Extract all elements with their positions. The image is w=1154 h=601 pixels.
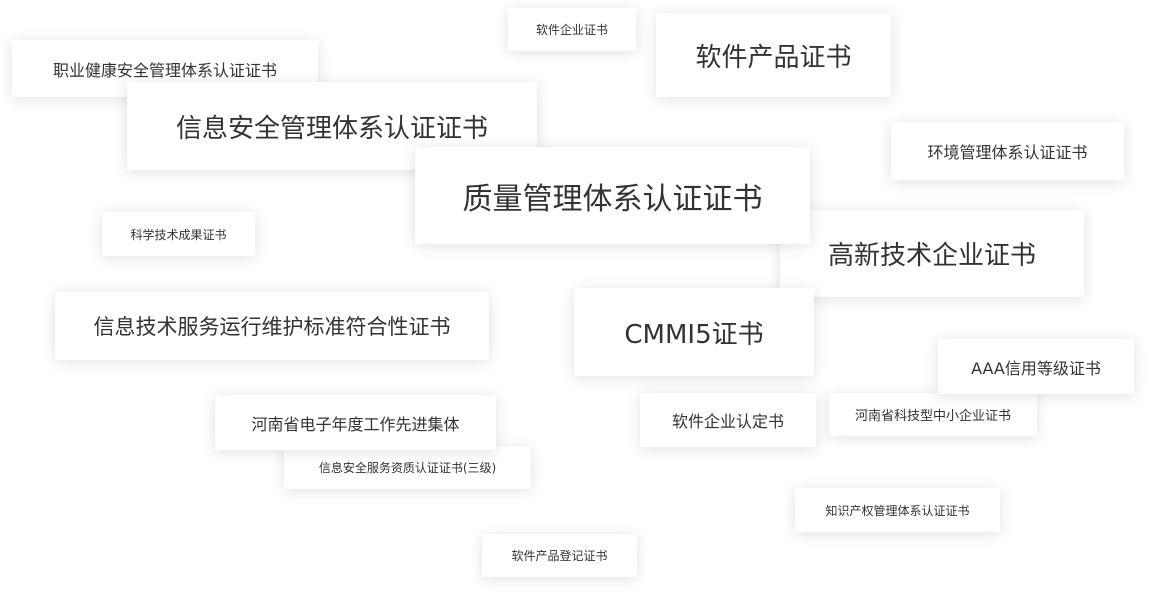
cert-henan-youth-collective: 河南省电子年度工作先进集体 [215,395,496,450]
cert-info-security-service: 信息安全服务资质认证证书(三级) [284,446,531,489]
cert-aaa-credit: AAA信用等级证书 [938,339,1134,394]
cert-software-enterprise-recognition: 软件企业认定书 [640,393,816,447]
cert-ip-mgmt: 知识产权管理体系认证证书 [795,488,1000,532]
cert-software-registration: 软件产品登记证书 [482,534,637,577]
cert-software-product: 软件产品证书 [656,13,891,97]
cert-sci-tech-achievement: 科学技术成果证书 [102,212,255,256]
cert-environment-mgmt: 环境管理体系认证证书 [891,122,1124,180]
cert-henan-sme: 河南省科技型中小企业证书 [829,393,1037,436]
cert-quality-mgmt: 质量管理体系认证证书 [415,147,810,244]
cert-high-tech-enterprise: 高新技术企业证书 [780,210,1084,297]
cert-it-service-ops: 信息技术服务运行维护标准符合性证书 [55,292,489,360]
cert-cmmi5: CMMI5证书 [574,288,814,376]
cert-software-enterprise: 软件企业证书 [508,8,636,51]
cert-info-security-mgmt: 信息安全管理体系认证证书 [127,82,537,170]
